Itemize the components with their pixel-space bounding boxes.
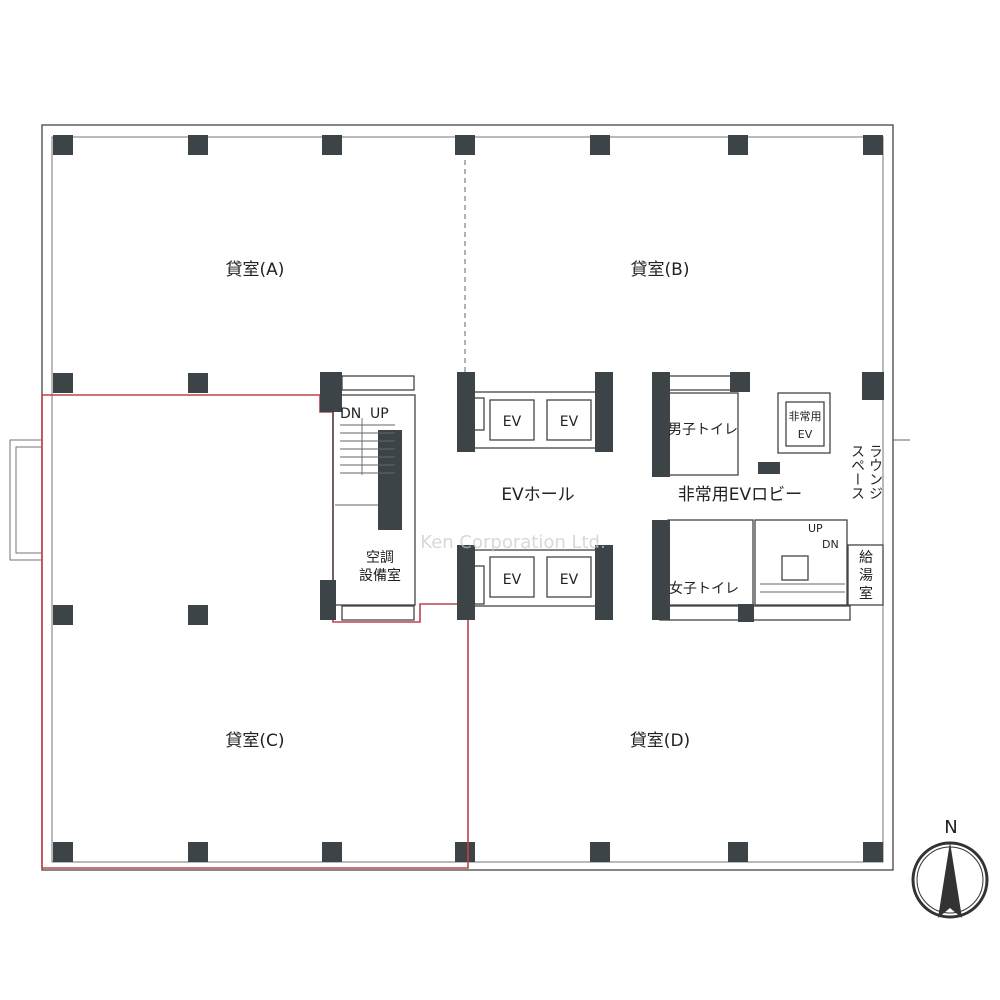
core-wall — [457, 545, 475, 620]
core-wall — [378, 430, 402, 530]
highlighted-area-outline — [41, 394, 469, 869]
structural-column — [188, 135, 208, 155]
elevator-shaft-block — [469, 391, 599, 449]
stair-treads — [760, 583, 845, 593]
hvac-room-label-2: 設備室 — [359, 567, 401, 584]
pantry-label-3: 室 — [859, 585, 873, 602]
stair-treads — [335, 418, 395, 506]
pantry — [847, 544, 884, 606]
pantry-label-2: 湯 — [859, 567, 873, 584]
structural-column — [53, 373, 73, 393]
core-wall — [758, 462, 780, 474]
lounge-label-1: ラウンジ — [867, 444, 883, 500]
lounge-label-2: スペース — [849, 444, 865, 500]
structural-column — [728, 135, 748, 155]
core-wall — [862, 372, 884, 400]
structural-column — [53, 842, 73, 862]
core-wall — [457, 372, 475, 452]
room-b-label: 貸室(B) — [631, 260, 690, 280]
structural-column — [188, 842, 208, 862]
room-d-label: 貸室(D) — [630, 731, 690, 751]
left-core: DN UP 空調 設備室 — [320, 372, 416, 621]
hvac-room-label-1: 空調 — [366, 550, 394, 566]
window-sill — [341, 375, 415, 391]
womens-toilet — [667, 519, 754, 606]
structural-column — [863, 842, 883, 862]
core-wall — [738, 604, 754, 622]
elevator-label: EV — [560, 414, 579, 430]
structural-column — [590, 842, 610, 862]
elevator-bank-south: EV EV — [457, 545, 613, 620]
ev-hall-label: EVホール — [501, 485, 574, 505]
compass-arrow-icon — [938, 842, 962, 918]
window-sill — [341, 605, 415, 621]
pantry-label-1: 給 — [859, 550, 873, 566]
core-wall — [652, 520, 670, 620]
window-sill — [659, 375, 733, 391]
structural-column — [455, 842, 475, 862]
structural-column — [590, 135, 610, 155]
shaft-box — [457, 397, 485, 431]
core-wall — [595, 372, 613, 452]
window-sill — [659, 605, 851, 621]
core-wall — [595, 545, 613, 620]
balcony — [9, 439, 43, 561]
emergency-ev-label-1: 非常用 — [789, 410, 822, 423]
core-wall — [320, 372, 342, 412]
elevator-label: EV — [560, 572, 579, 588]
watermark: Ken Corporation Ltd. — [420, 532, 605, 553]
core-wall — [320, 580, 336, 620]
structural-column — [728, 842, 748, 862]
shaft-box — [457, 565, 485, 605]
right-core: 男子トイレ 非常用 EV 非常用EVロビー ラウンジ スペース 女子トイレ UP… — [652, 372, 884, 622]
structural-column — [322, 842, 342, 862]
elevator-label: EV — [503, 414, 522, 430]
stair-dn-label: DN — [822, 538, 839, 551]
emergency-elevator-car — [785, 401, 825, 447]
north-compass: N — [911, 817, 989, 919]
room-a-label: 貸室(A) — [226, 260, 285, 280]
room-c-label: 貸室(C) — [225, 731, 284, 751]
elevator-bank-north: EV EV — [457, 372, 613, 452]
elevator-shaft-block — [469, 549, 599, 607]
structural-column — [53, 135, 73, 155]
mens-toilet-label: 男子トイレ — [668, 422, 738, 438]
emergency-ev-label-2: EV — [798, 428, 813, 441]
elevator-car — [546, 556, 592, 598]
structural-column — [188, 605, 208, 625]
stair-east — [754, 519, 848, 606]
structural-column — [53, 605, 73, 625]
elevator-label: EV — [503, 572, 522, 588]
elevator-car — [489, 399, 535, 441]
mens-toilet — [667, 392, 739, 476]
elevator-car — [489, 556, 535, 598]
emergency-ev-lobby-label: 非常用EVロビー — [678, 485, 802, 505]
elevator-car — [546, 399, 592, 441]
stair-up-label: UP — [370, 406, 389, 422]
stair-up-label: UP — [808, 522, 823, 535]
compass-north-label: N — [944, 817, 957, 838]
core-wall — [730, 372, 750, 392]
columns — [53, 135, 883, 862]
core-wall — [652, 372, 670, 477]
stair-core — [332, 394, 416, 606]
balcony-inner — [15, 446, 43, 554]
structural-column — [455, 135, 475, 155]
womens-toilet-label: 女子トイレ — [669, 580, 739, 597]
emergency-elevator-shaft — [777, 392, 831, 454]
structural-column — [188, 373, 208, 393]
structural-column — [322, 135, 342, 155]
stair-well — [781, 555, 809, 581]
stair-dn-label: DN — [340, 406, 361, 422]
structural-column — [863, 135, 883, 155]
